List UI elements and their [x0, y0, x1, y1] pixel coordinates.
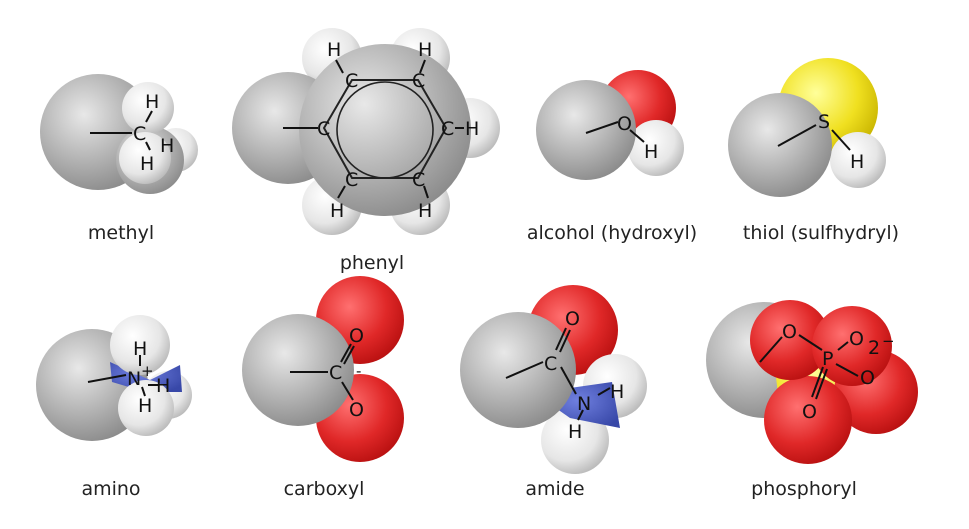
caption-carboxyl: carboxyl: [283, 478, 365, 500]
caption-amide: amide: [525, 478, 585, 500]
svg-text:O: O: [782, 321, 797, 343]
svg-text:O: O: [617, 113, 632, 135]
alcohol-group: O H: [536, 70, 684, 180]
svg-text:O: O: [565, 308, 580, 330]
methyl-group: C H H H: [40, 74, 198, 194]
caption-thiol: thiol (sulfhydryl): [742, 222, 900, 244]
svg-text:H: H: [140, 153, 154, 175]
carboxyl-group: C - O O: [242, 276, 404, 462]
svg-text:H: H: [160, 135, 174, 157]
svg-text:C: C: [412, 169, 425, 191]
svg-text:H: H: [568, 421, 582, 443]
svg-text:C: C: [317, 118, 330, 140]
amide-group: C O N H H: [460, 285, 647, 474]
svg-text:−: −: [882, 332, 895, 350]
svg-text:H: H: [644, 141, 658, 163]
caption-amino: amino: [81, 478, 141, 500]
svg-text:+: +: [141, 362, 154, 380]
svg-text:C: C: [329, 362, 342, 384]
svg-text:S: S: [818, 111, 830, 133]
svg-text:C: C: [441, 118, 454, 140]
svg-text:H: H: [418, 39, 432, 61]
svg-text:O: O: [802, 401, 817, 423]
svg-text:C: C: [133, 123, 146, 145]
svg-text:O: O: [849, 328, 864, 350]
svg-text:H: H: [327, 39, 341, 61]
svg-text:H: H: [138, 395, 152, 417]
svg-text:H: H: [610, 381, 624, 403]
svg-text:-: -: [356, 362, 361, 380]
svg-text:H: H: [133, 338, 147, 360]
caption-methyl: methyl: [87, 222, 155, 244]
svg-text:N: N: [127, 368, 141, 390]
caption-alcohol: alcohol (hydroxyl): [526, 222, 698, 244]
svg-text:P: P: [822, 348, 833, 370]
caption-phosphoryl: phosphoryl: [751, 478, 857, 500]
svg-text:N: N: [577, 393, 591, 415]
svg-text:H: H: [145, 91, 159, 113]
svg-text:O: O: [349, 325, 364, 347]
thiol-group: S H: [728, 58, 886, 197]
svg-text:H: H: [418, 200, 432, 222]
svg-text:H: H: [850, 151, 864, 173]
svg-text:2: 2: [868, 337, 880, 359]
svg-text:H: H: [156, 375, 170, 397]
svg-text:C: C: [345, 169, 358, 191]
svg-text:C: C: [544, 353, 557, 375]
phenyl-group: C C C C C C H H H H H: [232, 28, 500, 235]
amino-group: N + H H H: [36, 315, 192, 441]
svg-text:O: O: [349, 399, 364, 421]
phosphoryl-group: O P O O O 2 −: [706, 300, 918, 464]
caption-phenyl: phenyl: [339, 252, 405, 274]
svg-text:H: H: [330, 200, 344, 222]
svg-text:C: C: [345, 70, 358, 92]
svg-text:H: H: [465, 118, 479, 140]
svg-text:C: C: [412, 70, 425, 92]
svg-text:O: O: [860, 367, 875, 389]
